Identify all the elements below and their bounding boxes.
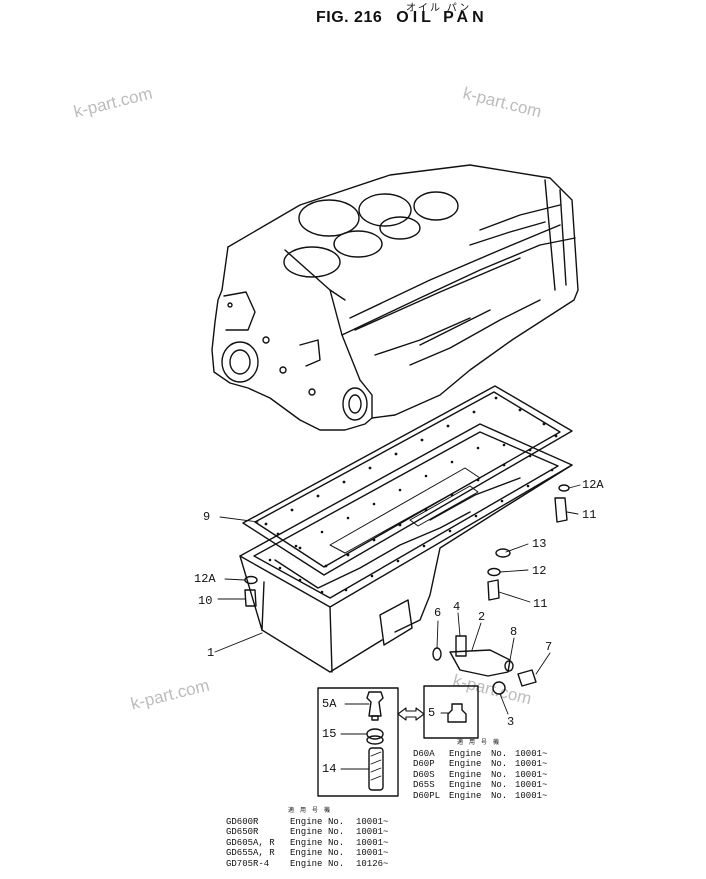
callout-2: 2	[478, 610, 486, 624]
table-header: 適用号機	[288, 807, 337, 814]
leader-lines	[214, 484, 581, 715]
page-title: FIG. 216 OIL PAN	[316, 9, 488, 27]
figure-number: FIG. 216	[316, 9, 383, 26]
double-arrow	[397, 707, 425, 721]
callout-5A: 5A	[322, 697, 337, 711]
drain-fittings	[244, 484, 570, 695]
callout-9: 9	[203, 510, 211, 524]
detail-box-drain-plug	[423, 685, 479, 739]
callout-12A-top: 12A	[582, 478, 604, 492]
callout-12A-left: 12A	[194, 572, 216, 586]
callout-11-top: 11	[582, 508, 597, 522]
gasket-bolt-holes	[264, 396, 558, 594]
callout-12: 12	[532, 564, 547, 578]
callout-1: 1	[207, 646, 215, 660]
figure-name: OIL PAN	[396, 9, 488, 26]
detail-box-drain-valve	[317, 687, 399, 797]
callout-3: 3	[507, 715, 515, 729]
callout-8: 8	[510, 625, 518, 639]
callout-14: 14	[322, 762, 337, 776]
callout-15: 15	[322, 727, 337, 741]
oil-pan	[239, 423, 573, 673]
gasket	[242, 385, 573, 576]
callout-7: 7	[545, 640, 553, 654]
table-header: 適用号機	[457, 739, 506, 746]
engine-block	[211, 164, 579, 431]
callout-10: 10	[198, 594, 213, 608]
callout-11-mid: 11	[533, 597, 548, 611]
callout-4: 4	[453, 600, 461, 614]
callout-13: 13	[532, 537, 547, 551]
title-japanese: オイル パン	[406, 3, 472, 14]
callout-6: 6	[434, 606, 442, 620]
callout-5: 5	[428, 706, 436, 720]
